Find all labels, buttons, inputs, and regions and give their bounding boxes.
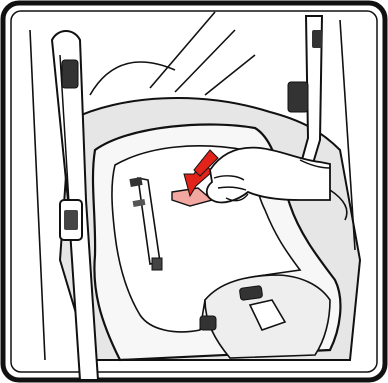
fabric-line-4 xyxy=(90,62,175,95)
fabric-line-1 xyxy=(150,12,215,88)
fabric-line-2 xyxy=(175,30,235,92)
fabric-line-3 xyxy=(205,55,255,95)
